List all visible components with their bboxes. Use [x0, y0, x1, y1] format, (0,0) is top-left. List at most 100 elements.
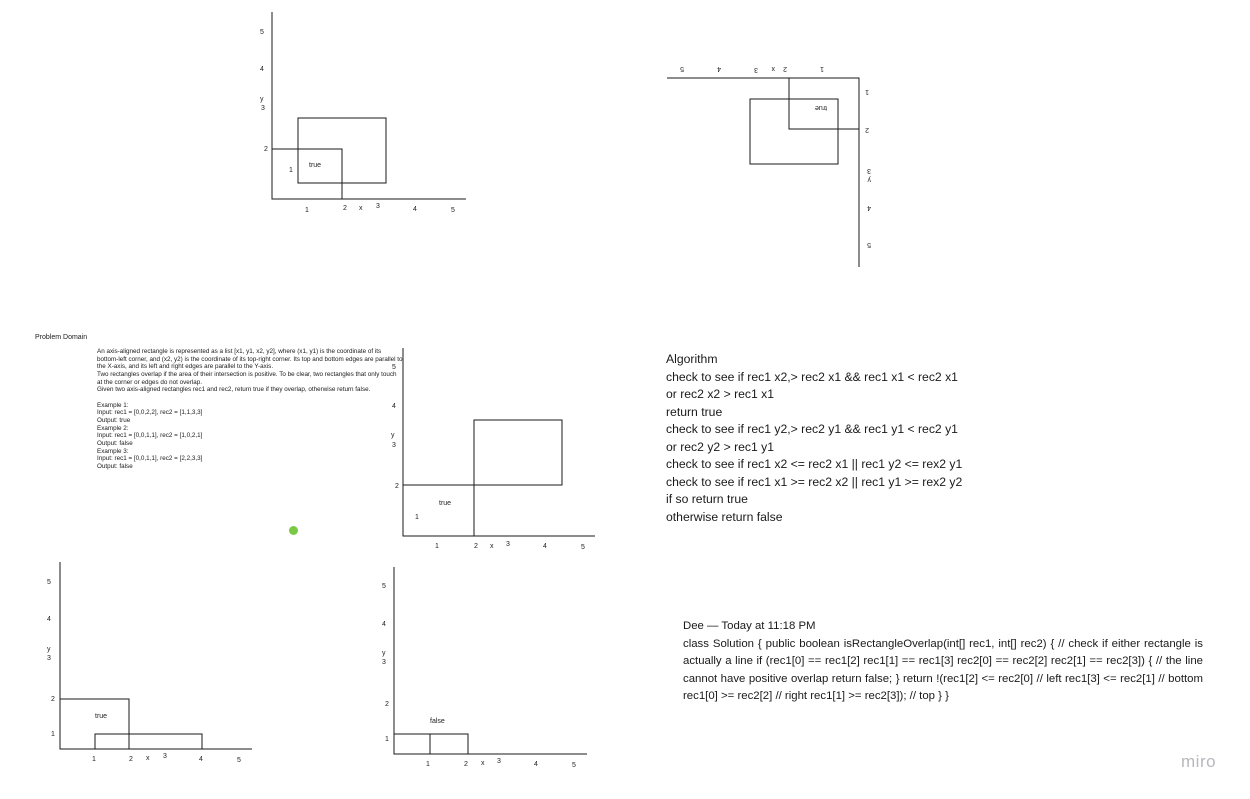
problem-statement[interactable]: An axis-aligned rectangle is represented… [97, 348, 403, 470]
x-tick: 1 [435, 543, 439, 550]
algorithm-step: otherwise return false [666, 509, 783, 524]
y-tick: 2 [865, 126, 869, 133]
example-heading: Example 1: [97, 401, 129, 409]
y-tick: 5 [382, 583, 386, 590]
y-tick: 2 [51, 696, 55, 703]
example-input: Input: rec1 = [0,0,1,1], rec2 = [2,2,3,3… [97, 455, 203, 463]
x-tick: 3 [754, 66, 758, 73]
rect-1 [393, 733, 431, 755]
rect-1 [271, 148, 343, 200]
x-tick: 4 [413, 206, 417, 213]
diagram-top-left[interactable]: 5 4 y 3 2 1 true 1 2 x 3 4 5 [250, 0, 480, 220]
y-tick: 4 [382, 621, 386, 628]
algorithm-step: return true [666, 404, 723, 419]
y-axis-label: y [867, 176, 871, 183]
diagram-top-right[interactable]: true 5 4 y 3 2 1 1 2 x 3 4 5 [660, 55, 885, 275]
y-tick: 5 [47, 579, 51, 586]
y-tick: 4 [260, 66, 264, 73]
x-tick: 3 [376, 203, 380, 210]
problem-domain-title: Problem Domain [35, 334, 88, 341]
y-tick: 2 [395, 483, 399, 490]
diagram-middle[interactable]: 5 4 y 3 2 true 1 1 2 x 3 4 5 [385, 345, 600, 555]
y-tick: 3 [392, 442, 396, 449]
rect-label: 1 [289, 167, 293, 174]
x-axis-label: x [481, 760, 485, 767]
y-tick: 4 [47, 616, 51, 623]
y-tick: 1 [865, 88, 869, 95]
rect-2 [429, 733, 469, 755]
rect-1 [788, 77, 860, 130]
x-tick: 1 [305, 207, 309, 214]
algorithm-step: check to see if rec1 y2,> rec2 y1 && rec… [666, 422, 958, 436]
x-tick: 3 [163, 753, 167, 760]
x-tick: 2 [783, 65, 787, 72]
result-label: true [815, 104, 827, 111]
rect-label: 1 [415, 514, 419, 521]
example-input: Input: rec1 = [0,0,2,2], rec2 = [1,1,3,3… [97, 409, 203, 417]
y-tick: 5 [260, 29, 264, 36]
miro-logo: miro [1181, 752, 1217, 771]
problem-paragraph: An axis-aligned rectangle is represented… [97, 348, 403, 371]
example-output: Output: false [97, 462, 133, 470]
problem-paragraph: Two rectangles overlap if the area of th… [97, 370, 397, 386]
x-tick: 1 [92, 756, 96, 763]
y-tick: 2 [385, 701, 389, 708]
rect-2 [473, 419, 563, 486]
y-axis-label: y [260, 96, 264, 103]
problem-paragraph: Given two axis-aligned rectangles rec1 a… [97, 386, 371, 394]
algorithm-step: check to see if rec1 x2 <= rec2 x1 || re… [666, 457, 963, 471]
y-tick: 3 [261, 105, 265, 112]
x-tick: 1 [426, 761, 430, 768]
x-tick: 5 [451, 207, 455, 214]
y-axis-label: y [382, 650, 386, 657]
result-label: false [430, 718, 445, 725]
algorithm-step: check to see if rec1 x1 >= rec2 x2 || re… [666, 474, 963, 489]
pasted-code-note[interactable]: Dee — Today at 11:18 PM class Solution {… [683, 618, 1203, 706]
x-tick: 1 [820, 65, 824, 72]
problem-paragraph [97, 394, 403, 402]
algorithm-step: check to see if rec1 x2,> rec2 x1 && rec… [666, 369, 958, 384]
x-tick: 2 [129, 756, 133, 763]
y-axis-label: y [47, 646, 51, 653]
algorithm-step: or rec2 x2 > rec1 x1 [666, 387, 775, 401]
x-tick: 5 [581, 544, 585, 551]
y-tick: 4 [392, 403, 396, 410]
rect-2 [297, 117, 387, 184]
y-tick: 3 [47, 655, 51, 662]
result-label: true [309, 162, 321, 169]
x-tick: 2 [474, 543, 478, 550]
x-tick: 4 [199, 756, 203, 763]
algorithm-note[interactable]: Algorithm check to see if rec1 x2,> rec2… [666, 351, 1086, 526]
rect-1 [402, 484, 475, 537]
x-tick: 2 [464, 761, 468, 768]
x-tick: 5 [680, 65, 684, 72]
example-output: Output: true [97, 416, 131, 424]
message-code: class Solution { public boolean isRectan… [683, 637, 1203, 703]
y-tick: 3 [382, 659, 386, 666]
y-tick: 3 [867, 167, 871, 174]
y-tick: 1 [385, 736, 389, 743]
x-tick: 4 [717, 65, 721, 72]
x-tick: 3 [506, 541, 510, 548]
x-axis-label: x [771, 65, 775, 72]
y-tick: 5 [392, 364, 396, 371]
rect-2 [749, 98, 839, 165]
y-tick: 5 [867, 241, 871, 248]
x-axis-label: x [146, 755, 150, 762]
example-input: Input: rec1 = [0,0,1,1], rec2 = [1,0,2,1… [97, 432, 203, 440]
collaborator-cursor [289, 526, 298, 535]
x-tick: 5 [572, 762, 576, 769]
message-author-timestamp: Dee — Today at 11:18 PM [683, 620, 816, 632]
diagram-bottom-middle[interactable]: 5 4 y 3 2 1 false 1 2 x 3 4 5 [375, 565, 590, 775]
algorithm-title: Algorithm [666, 352, 718, 366]
x-tick: 5 [237, 757, 241, 764]
y-tick: 4 [867, 204, 871, 211]
algorithm-step: or rec2 y2 > rec1 y1 [666, 439, 775, 454]
algorithm-step: if so return true [666, 492, 748, 506]
diagram-bottom-left[interactable]: 5 4 y 3 2 1 true 1 2 x 3 4 5 [40, 560, 255, 770]
x-tick: 2 [343, 205, 347, 212]
x-axis-label: x [490, 543, 494, 550]
y-tick: 1 [51, 731, 55, 738]
result-label: true [95, 713, 107, 720]
